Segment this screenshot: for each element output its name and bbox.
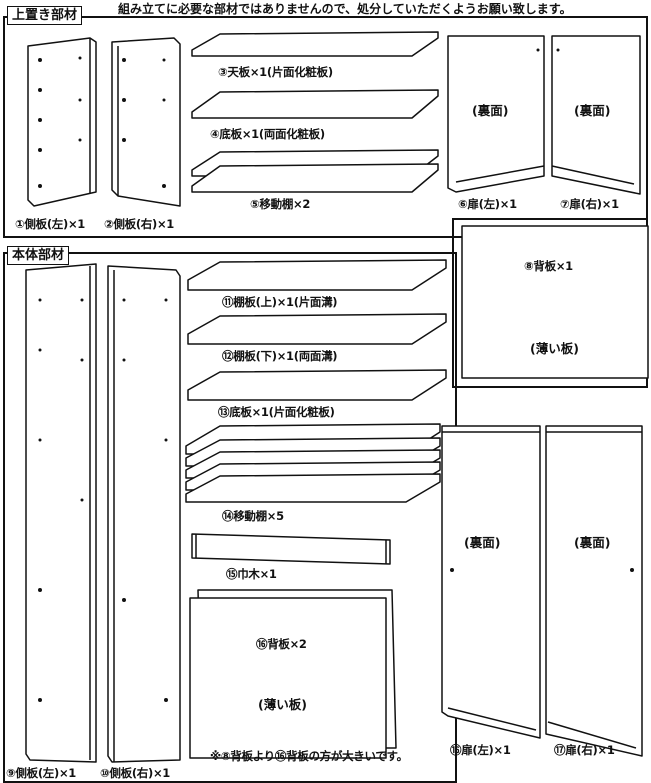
back-board-16-thin: (薄い板) — [258, 697, 307, 712]
label-bottom-board-4: ④底板×1(両面化粧板) — [210, 127, 325, 141]
label-back-board-16: ⑯背板×2 — [256, 637, 307, 651]
label-baseboard-15: ⑮巾木×1 — [226, 567, 277, 581]
main-section-title: 本体部材 — [7, 246, 70, 265]
door-7 — [551, 35, 641, 195]
upper-section-title: 上置き部材 — [7, 6, 83, 25]
movable-shelf-14e — [185, 473, 441, 503]
label-side-panel-1: ①側板(左)×1 — [15, 217, 85, 231]
side-panel-10 — [107, 265, 181, 763]
label-door-16: ⑯扉(左)×1 — [450, 743, 511, 757]
label-side-panel-2: ②側板(右)×1 — [104, 217, 174, 231]
upper-section-frame — [3, 16, 648, 238]
side-panel-1 — [27, 37, 97, 207]
baseboard-15 — [191, 533, 391, 565]
label-side-panel-10: ⑩側板(右)×1 — [100, 766, 170, 780]
label-door-6: ⑥扉(左)×1 — [458, 197, 517, 211]
door-17 — [545, 425, 643, 757]
label-door-7: ⑦扉(右)×1 — [560, 197, 619, 211]
label-top-board-3: ③天板×1(片面化粧板) — [218, 65, 333, 79]
label-movable-shelf-5: ⑤移動棚×2 — [250, 197, 311, 211]
door-7-back-face: (裏面) — [574, 103, 611, 118]
size-note: ※⑧背板より⑯背板の方が大きいです。 — [210, 749, 408, 763]
shelf-12 — [187, 313, 447, 345]
movable-shelf-5b — [191, 163, 439, 193]
label-movable-shelf-14: ⑭移動棚×5 — [222, 509, 284, 523]
door-17-back-face: (裏面) — [574, 535, 611, 550]
back-board-8 — [461, 225, 649, 379]
door-16 — [441, 425, 541, 739]
label-shelf-12: ⑫棚板(下)×1(両面溝) — [222, 349, 338, 363]
top-board-3 — [191, 31, 439, 57]
back-board-16a — [189, 597, 387, 759]
label-back-board-8: ⑧背板×1 — [524, 259, 573, 273]
label-shelf-11: ⑪棚板(上)×1(片面溝) — [222, 295, 338, 309]
door-6 — [447, 35, 545, 193]
label-bottom-board-13: ⑬底板×1(片面化粧板) — [218, 405, 335, 419]
bottom-board-13 — [187, 369, 447, 401]
header-note: 組み立てに必要な部材ではありませんので、処分していただくようお願い致します。 — [118, 2, 572, 16]
side-panel-2 — [111, 37, 181, 207]
side-panel-9 — [25, 263, 97, 763]
back-board-8-thin: (薄い板) — [530, 341, 579, 356]
bottom-board-4 — [191, 89, 439, 119]
door-6-back-face: (裏面) — [472, 103, 509, 118]
label-door-17: ⑰扉(右)×1 — [554, 743, 615, 757]
door-16-back-face: (裏面) — [464, 535, 501, 550]
shelf-11 — [187, 259, 447, 291]
label-side-panel-9: ⑨側板(左)×1 — [6, 766, 76, 780]
